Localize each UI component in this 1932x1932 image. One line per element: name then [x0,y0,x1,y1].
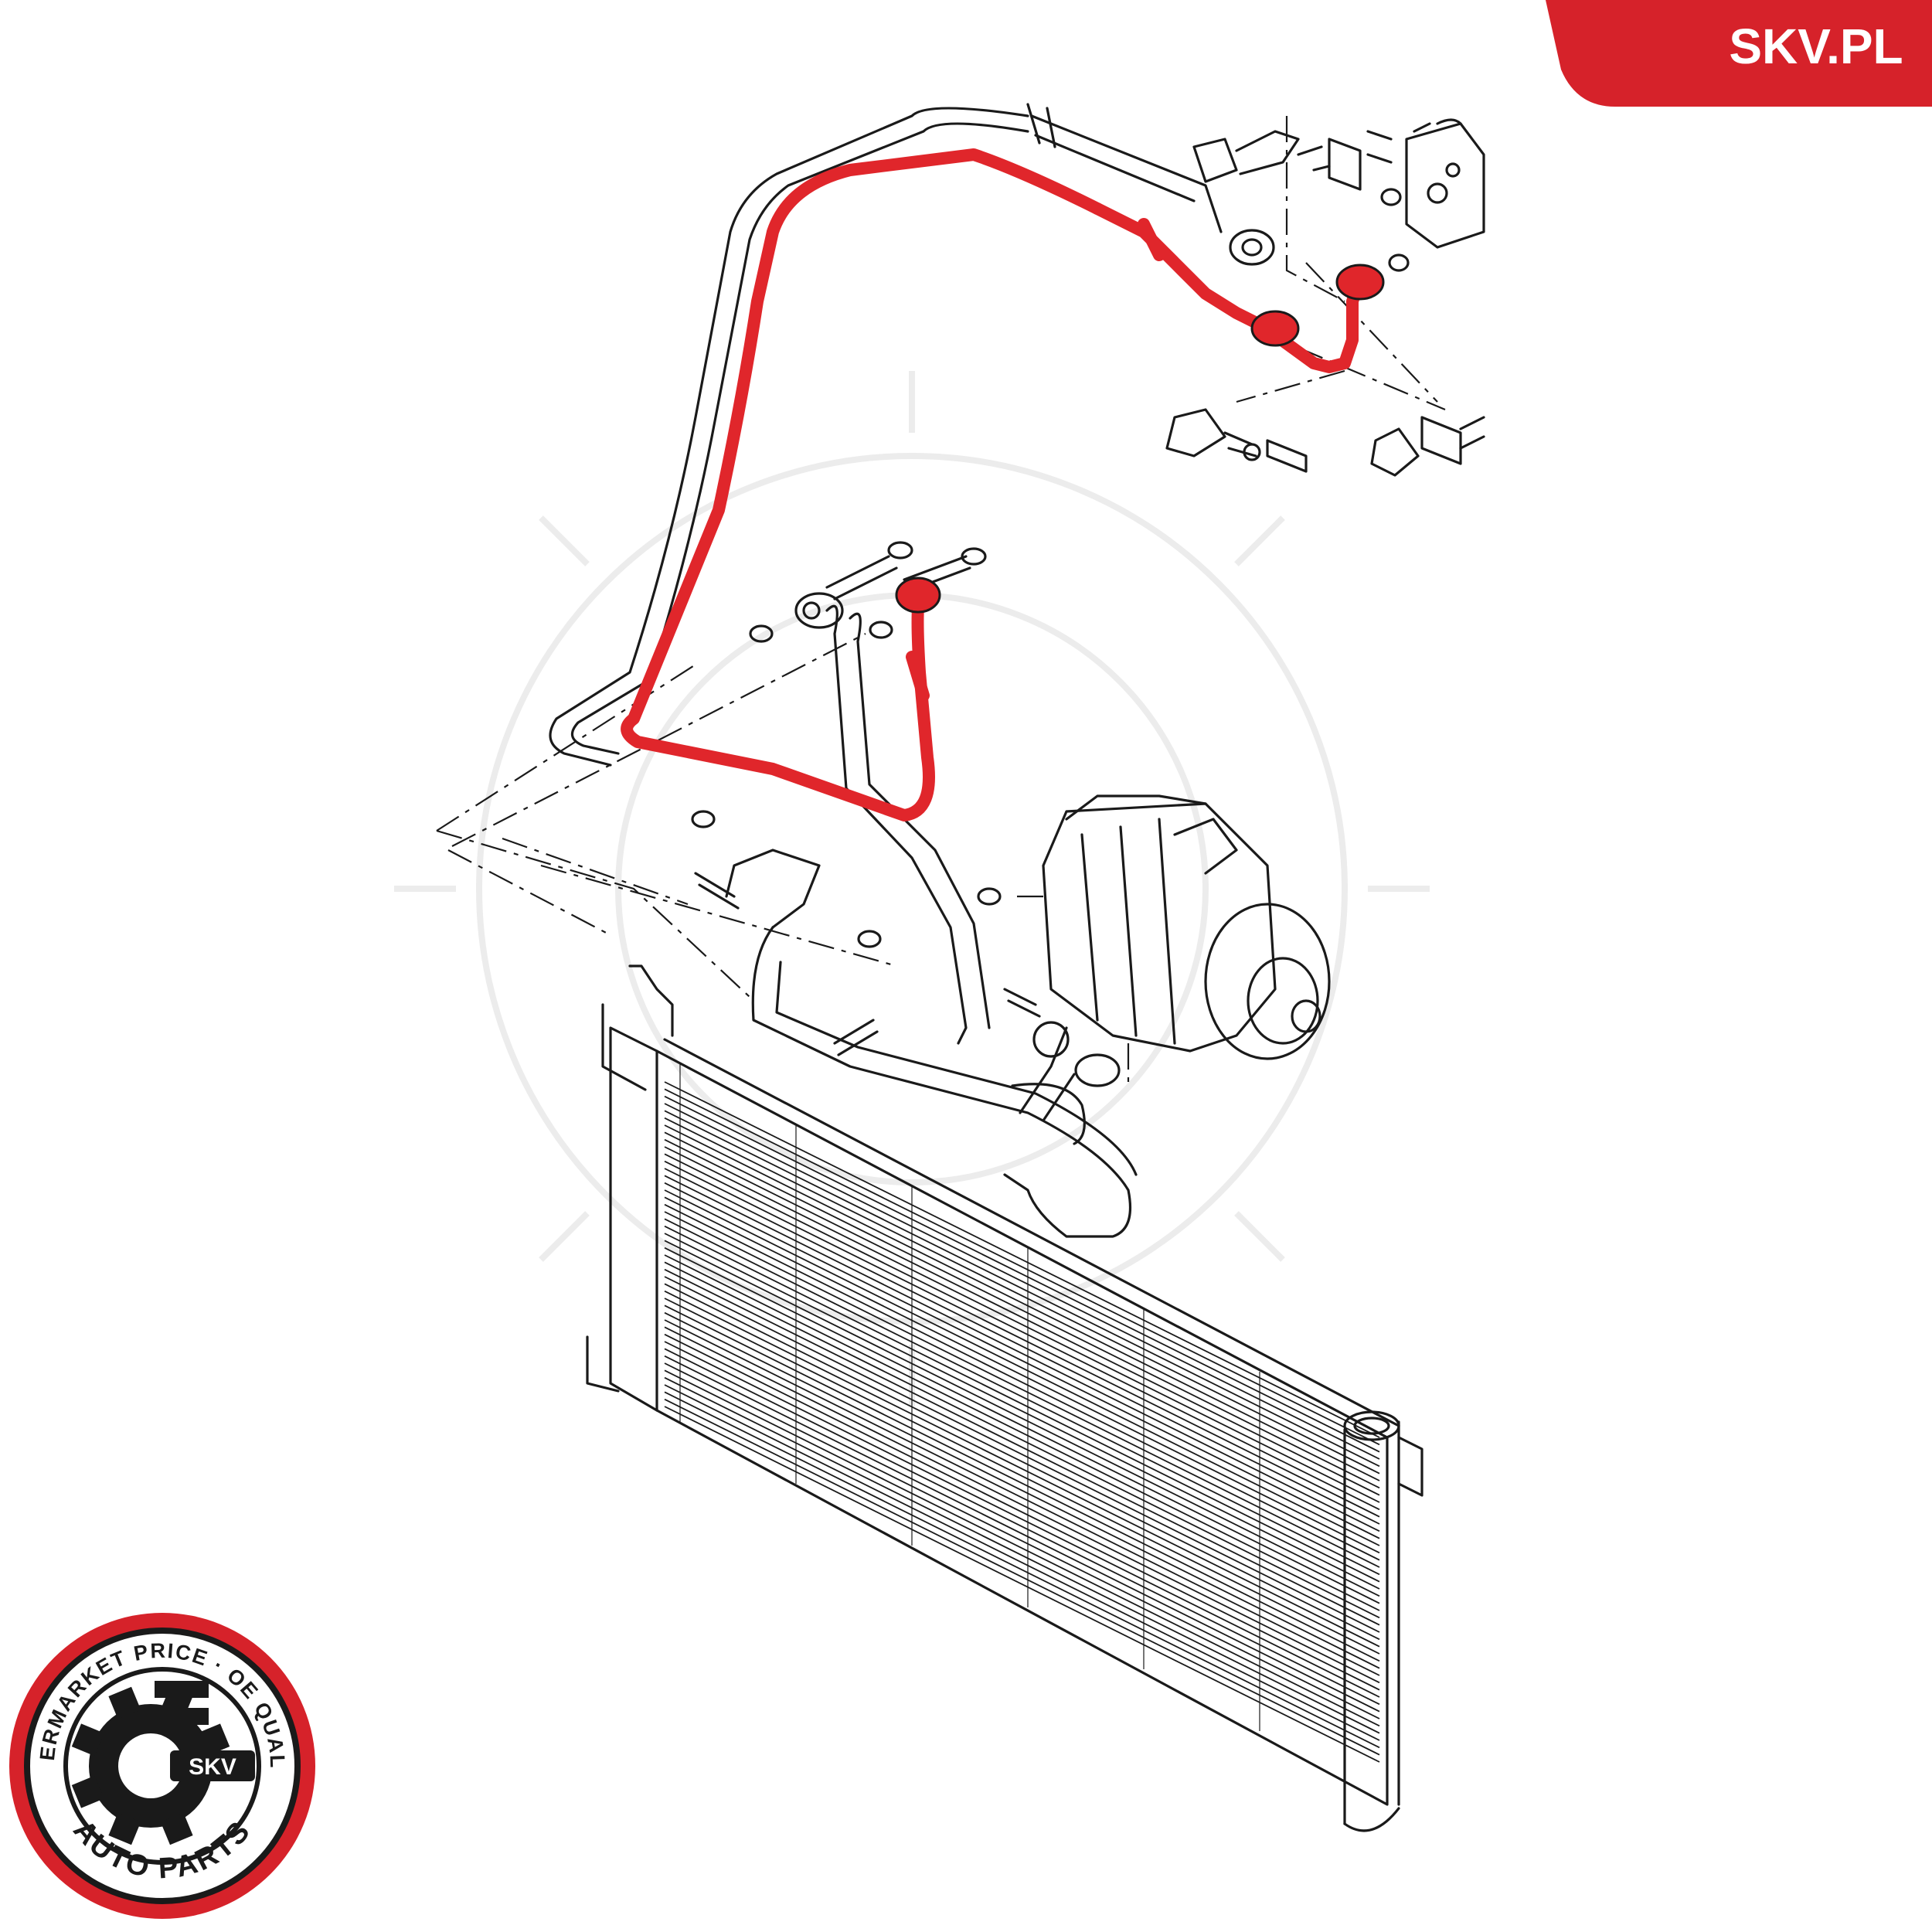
site-label: SKV.PL [1729,19,1903,74]
condenser-fin-line [664,1146,1380,1503]
gear-tooth [108,1686,141,1719]
condenser-fin-line [664,1225,1380,1583]
condenser-fin-line [664,1304,1380,1662]
red-hose-end [1091,202,1266,331]
condenser-fin-line [664,1081,1380,1438]
condenser-fin-line [664,1283,1380,1641]
red-flange-top [1335,264,1385,301]
ac-condenser [586,964,1423,1832]
red-sleeve-lower [906,651,930,702]
condenser-fin-line [664,1175,1380,1532]
seal-center-text: SKV [189,1754,236,1780]
condenser-fins [664,1063,1380,1763]
condenser-fin-line [664,1406,1380,1763]
skv-quality-seal[interactable]: AFTERMARKET PRICE · OE QUALITY AUTO PART… [0,0,315,1919]
discharge-hose [725,849,1138,1238]
condenser-fin-line [664,1233,1380,1590]
brand-tab[interactable]: SKV.PL [1546,0,1932,107]
gear-icon [71,1681,255,1845]
gear-tooth [197,1723,230,1757]
receiver-drier [1343,1410,1423,1832]
gear-tooth [160,1812,193,1845]
condenser-fin-line [664,1384,1380,1741]
seal-ring-text: AFTERMARKET PRICE · OE QUALITY [0,0,289,1770]
condenser-fin-line [664,1211,1380,1568]
expansion-valve [1285,116,1485,403]
gear-tooth [108,1812,141,1845]
pressure-switches [1165,130,1485,477]
condenser-fin-line [664,1290,1380,1648]
gear-tooth [71,1775,104,1808]
condenser-fin-line [664,1131,1380,1489]
condenser-fin-line [664,1369,1380,1727]
condenser-fin-line [664,1103,1380,1460]
condenser-fin-line [664,1298,1380,1655]
gear-tooth [71,1723,104,1757]
compressor-suction-hose [794,592,991,1045]
condenser-fin-line [664,1254,1380,1611]
condenser-fin-line [664,1311,1380,1669]
ac-compressor [1012,794,1331,1090]
condenser-fin-line [664,1355,1380,1713]
condenser-fin-line [664,1333,1380,1691]
condenser-fin-line [664,1088,1380,1446]
red-hose-tail [1265,272,1366,373]
brand-tab-shape [1546,0,1932,107]
condenser-fin-line [664,1247,1380,1604]
condenser-fin-line [664,1319,1380,1676]
condenser-fin-line [664,1138,1380,1496]
condenser-fin-line [664,1110,1380,1468]
condenser-fin-line [664,1268,1380,1626]
condenser-fin-line [664,1348,1380,1706]
red-hose-path [621,148,1104,821]
red-sleeve-upper [1138,218,1165,261]
red-flange-low [895,577,941,614]
condenser-fin-line [664,1391,1380,1749]
condenser-fin-line [664,1362,1380,1719]
condenser-fin-line [664,1326,1380,1684]
condenser-fin-line [664,1240,1380,1597]
condenser-fin-line [664,1398,1380,1756]
condenser-fin-line [664,1182,1380,1539]
condenser-fin-line [664,1196,1380,1554]
condenser-fin-line [664,1160,1380,1518]
condenser-fin-line [664,1095,1380,1453]
condenser-fin-line [664,1276,1380,1633]
condenser-fin-line [664,1153,1380,1511]
assembly-dash-lines [436,346,1446,998]
condenser-fin-line [664,1376,1380,1734]
suction-hose [549,103,1275,767]
condenser-fin-line [664,1341,1380,1698]
highlighted-high-pressure-hose [621,148,1385,821]
condenser-fin-line [664,1117,1380,1475]
condenser-fin-line [664,1261,1380,1619]
condenser-fin-line [664,1203,1380,1561]
condenser-fin-line [664,1189,1380,1546]
red-flange-mid [1250,310,1300,347]
condenser-fin-line [664,1168,1380,1525]
condenser-fin-line [664,1218,1380,1576]
o-rings [691,188,1410,1087]
condenser-fin-line [664,1124,1380,1481]
